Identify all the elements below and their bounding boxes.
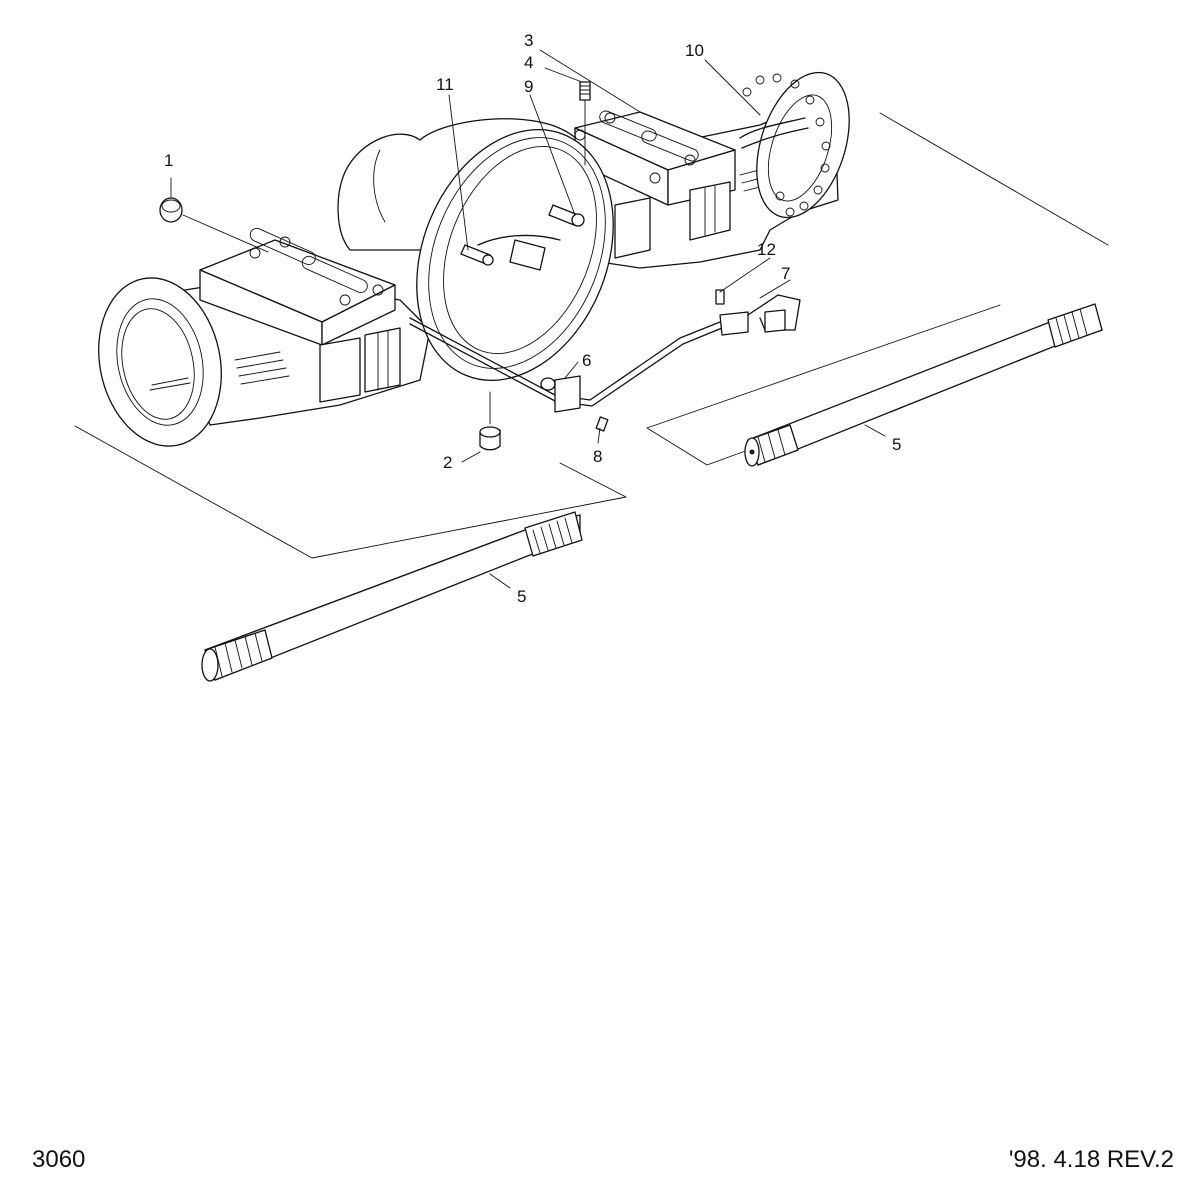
breather-fitting [579,81,591,101]
drawing-number: 3060 [32,1146,86,1173]
revision-label: '98. 4.18 REV.2 [1008,1146,1174,1173]
flange-bolt-holes [742,73,831,217]
callout-12: 12 [757,240,776,259]
callout-3: 3 [524,31,533,50]
left-axle-housing [98,227,431,447]
callout-5-left: 5 [517,587,526,606]
left-shaft-plane [74,425,627,559]
callout-2: 2 [443,453,452,472]
axle-shaft-left [201,511,583,682]
sensor-pin-9 [548,204,585,227]
callout-11: 11 [436,75,454,94]
callout-6: 6 [582,351,591,370]
plug-1 [159,197,183,223]
callout-7: 7 [781,264,790,283]
right-axle-housing [574,71,850,269]
axle-shaft-right [744,303,1103,467]
callout-labels: 1 2 3 4 5 5 6 7 8 9 10 11 12 [164,31,901,606]
callout-10: 10 [685,41,704,60]
callout-9: 9 [524,77,533,96]
leader-lines [170,49,886,589]
brake-tube [409,289,801,432]
plug-2 [479,426,501,451]
callout-1: 1 [164,151,173,170]
differential-ring [416,128,614,382]
callout-4: 4 [524,53,533,72]
callout-5-right: 5 [892,435,901,454]
callout-8: 8 [593,447,602,466]
